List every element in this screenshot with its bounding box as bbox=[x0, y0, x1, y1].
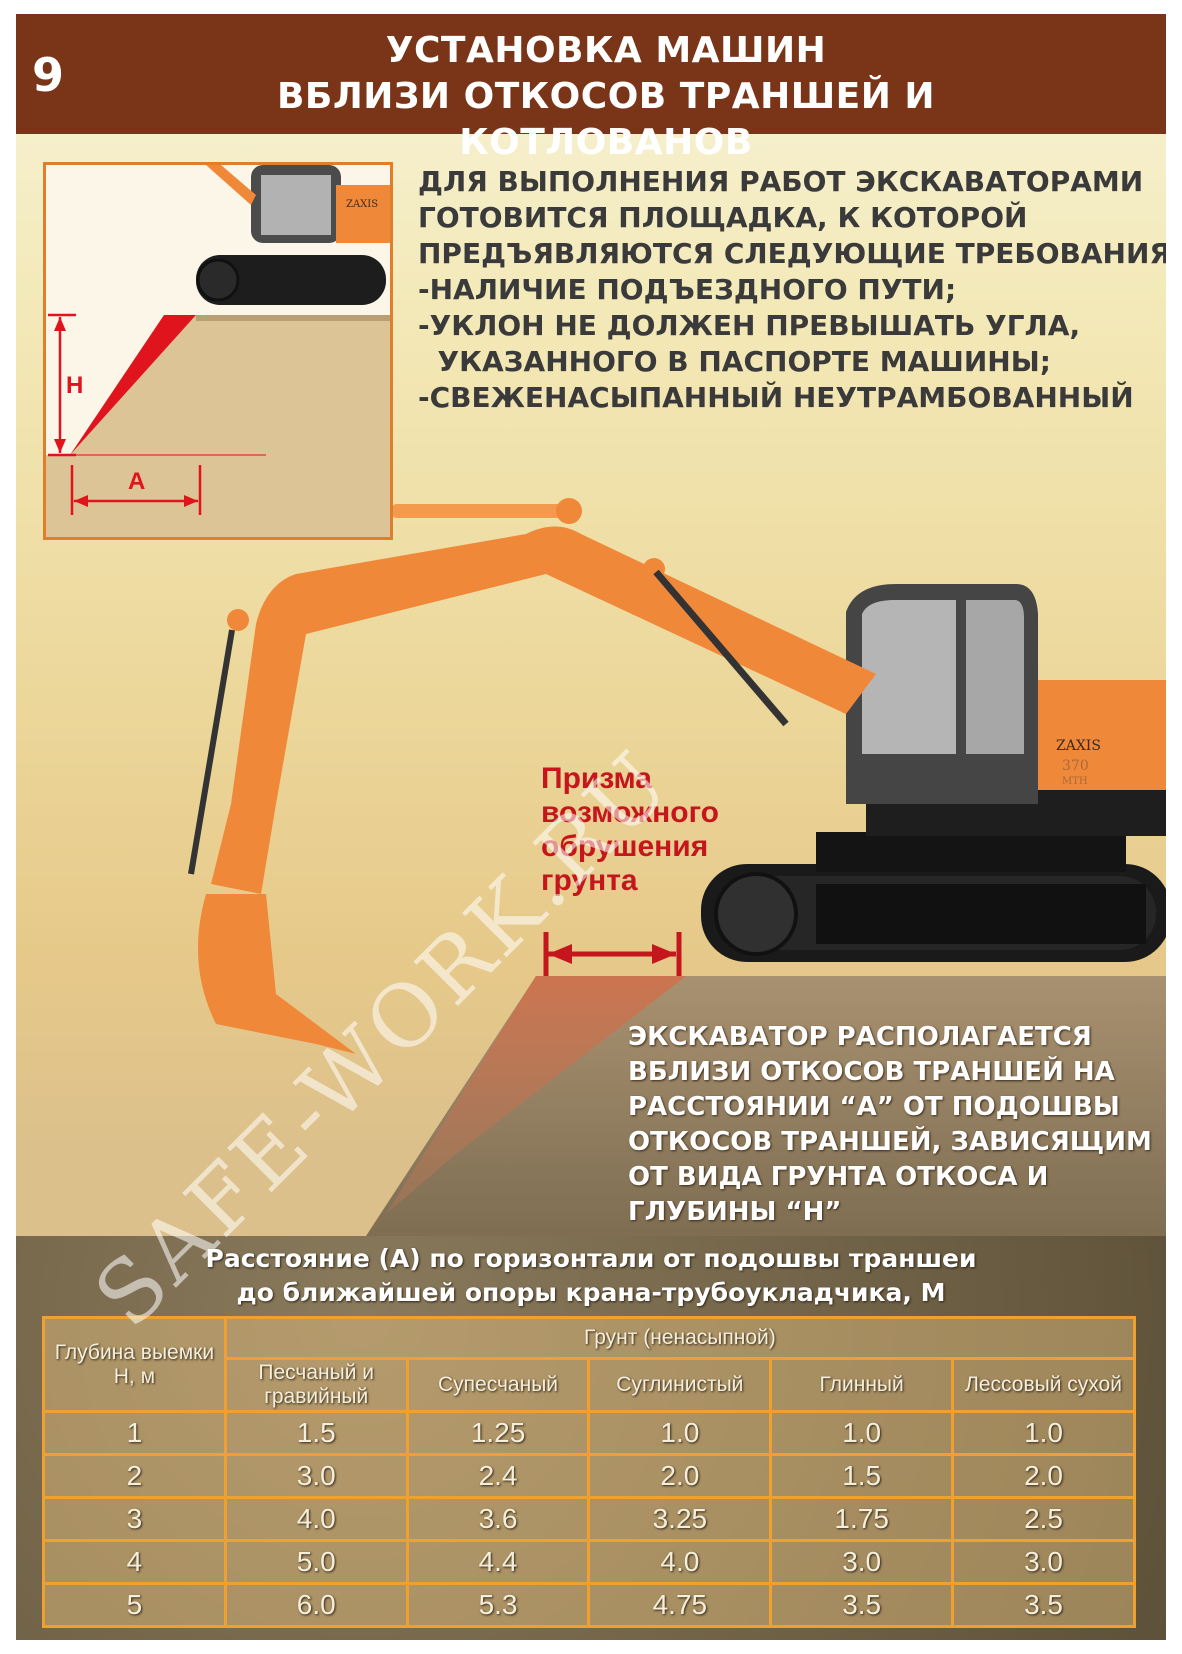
value-cell: 3.0 bbox=[223, 1453, 409, 1499]
inset-prism bbox=[70, 315, 196, 455]
value-cell: 3.0 bbox=[769, 1539, 955, 1585]
table-row: 3 4.0 3.6 3.25 1.75 2.5 bbox=[42, 1496, 1136, 1542]
ground-slope bbox=[16, 976, 1166, 1254]
value-cell: 5.3 bbox=[405, 1582, 591, 1628]
soil-type-header: Суглинистый bbox=[587, 1357, 773, 1413]
value-cell: 3.6 bbox=[405, 1496, 591, 1542]
value-cell: 2.4 bbox=[405, 1453, 591, 1499]
table-caption-line-2: до ближайшей опоры крана-трубоукладчика,… bbox=[236, 1278, 946, 1307]
value-cell: 3.5 bbox=[769, 1582, 955, 1628]
placement-description: ЭКСКАВАТОР РАСПОЛАГАЕТСЯ ВБЛИЗИ ОТКОСОВ … bbox=[628, 1022, 1152, 1227]
machine-brand-text: ZAXIS bbox=[1056, 738, 1101, 754]
depth-cell: 3 bbox=[42, 1496, 227, 1542]
soil-type-header: Лессовый сухой bbox=[951, 1357, 1136, 1413]
value-cell: 3.0 bbox=[951, 1539, 1136, 1585]
depth-cell: 1 bbox=[42, 1410, 227, 1456]
table-row: 4 5.0 4.4 4.0 3.0 3.0 bbox=[42, 1539, 1136, 1585]
distance-table: Глубина выемки Н, м Грунт (ненасыпной) П… bbox=[42, 1316, 1137, 1628]
value-cell: 5.0 bbox=[223, 1539, 409, 1585]
value-cell: 2.5 bbox=[951, 1496, 1136, 1542]
value-cell: 2.0 bbox=[951, 1453, 1136, 1499]
depth-cell: 5 bbox=[42, 1582, 227, 1628]
soil-header: Грунт (ненасыпной) bbox=[223, 1316, 1137, 1360]
inset-diagram: ZAXIS Н А bbox=[43, 162, 393, 540]
value-cell: 3.25 bbox=[587, 1496, 773, 1542]
soil-type-header: Песчаный и гравийный bbox=[223, 1357, 409, 1413]
requirements-text: ДЛЯ ВЫПОЛНЕНИЯ РАБОТ ЭКСКАВАТОРАМИ ГОТОВ… bbox=[418, 165, 1166, 414]
inset-brand-text: ZAXIS bbox=[346, 199, 378, 210]
value-cell: 1.75 bbox=[769, 1496, 955, 1542]
value-cell: 1.0 bbox=[587, 1410, 773, 1456]
prism-label: Призма возможного обрушения грунта bbox=[541, 762, 720, 897]
value-cell: 1.0 bbox=[951, 1410, 1136, 1456]
inset-height-label: Н bbox=[66, 372, 83, 399]
value-cell: 6.0 bbox=[223, 1582, 409, 1628]
value-cell: 1.0 bbox=[769, 1410, 955, 1456]
table-row: 1 1.5 1.25 1.0 1.0 1.0 bbox=[42, 1410, 1136, 1456]
collapse-prism bbox=[386, 976, 686, 1214]
value-cell: 4.0 bbox=[587, 1539, 773, 1585]
value-cell: 1.5 bbox=[223, 1410, 409, 1456]
table-caption-line-1: Расстояние (А) по горизонтали от подошвы… bbox=[205, 1244, 977, 1273]
inset-distance-label: А bbox=[128, 468, 145, 495]
poster-number: 9 bbox=[32, 48, 65, 102]
depth-cell: 2 bbox=[42, 1453, 227, 1499]
excavator-tracks bbox=[701, 832, 1166, 962]
inset-height-dimension bbox=[48, 313, 76, 457]
value-cell: 1.25 bbox=[405, 1410, 591, 1456]
value-cell: 4.4 bbox=[405, 1539, 591, 1585]
value-cell: 2.0 bbox=[587, 1453, 773, 1499]
inset-slope-illustration: ZAXIS Н А bbox=[46, 165, 390, 537]
depth-cell: 4 bbox=[42, 1539, 227, 1585]
table-row: 5 6.0 5.3 4.75 3.5 3.5 bbox=[42, 1582, 1136, 1628]
machine-model-text: 370 bbox=[1062, 758, 1089, 774]
header-banner: 9 УСТАНОВКА МАШИН ВБЛИЗИ ОТКОСОВ ТРАНШЕЙ… bbox=[16, 14, 1166, 163]
excavator-bucket bbox=[198, 894, 356, 1054]
poster-title: УСТАНОВКА МАШИН ВБЛИЗИ ОТКОСОВ ТРАНШЕЙ И… bbox=[276, 30, 936, 163]
soil-type-header: Глинный bbox=[769, 1357, 955, 1413]
value-cell: 3.5 bbox=[951, 1582, 1136, 1628]
prism-distance-arrow bbox=[543, 932, 682, 976]
excavator-boom bbox=[188, 498, 876, 1054]
table-row: 2 3.0 2.4 2.0 1.5 2.0 bbox=[42, 1453, 1136, 1499]
value-cell: 4.0 bbox=[223, 1496, 409, 1542]
excavator-body: ZAXIS 370 MTH bbox=[846, 584, 1166, 836]
machine-suffix-text: MTH bbox=[1062, 776, 1088, 787]
soil-type-header: Супесчаный bbox=[405, 1357, 591, 1413]
value-cell: 4.75 bbox=[587, 1582, 773, 1628]
value-cell: 1.5 bbox=[769, 1453, 955, 1499]
table-header-row-2: Песчаный и гравийный Супесчаный Суглинис… bbox=[44, 1357, 1136, 1413]
table-caption: Расстояние (А) по горизонтали от подошвы… bbox=[16, 1242, 1166, 1310]
main-scene-illustration: ZAXIS 370 MTH bbox=[16, 498, 1166, 1254]
inset-excavator: ZAXIS bbox=[196, 165, 390, 305]
inset-distance-dimension bbox=[70, 465, 202, 515]
table-header-row-1: Глубина выемки Н, м Грунт (ненасыпной) bbox=[42, 1316, 1137, 1413]
depth-header: Глубина выемки Н, м bbox=[42, 1316, 227, 1413]
poster: 9 УСТАНОВКА МАШИН ВБЛИЗИ ОТКОСОВ ТРАНШЕЙ… bbox=[16, 14, 1166, 1640]
